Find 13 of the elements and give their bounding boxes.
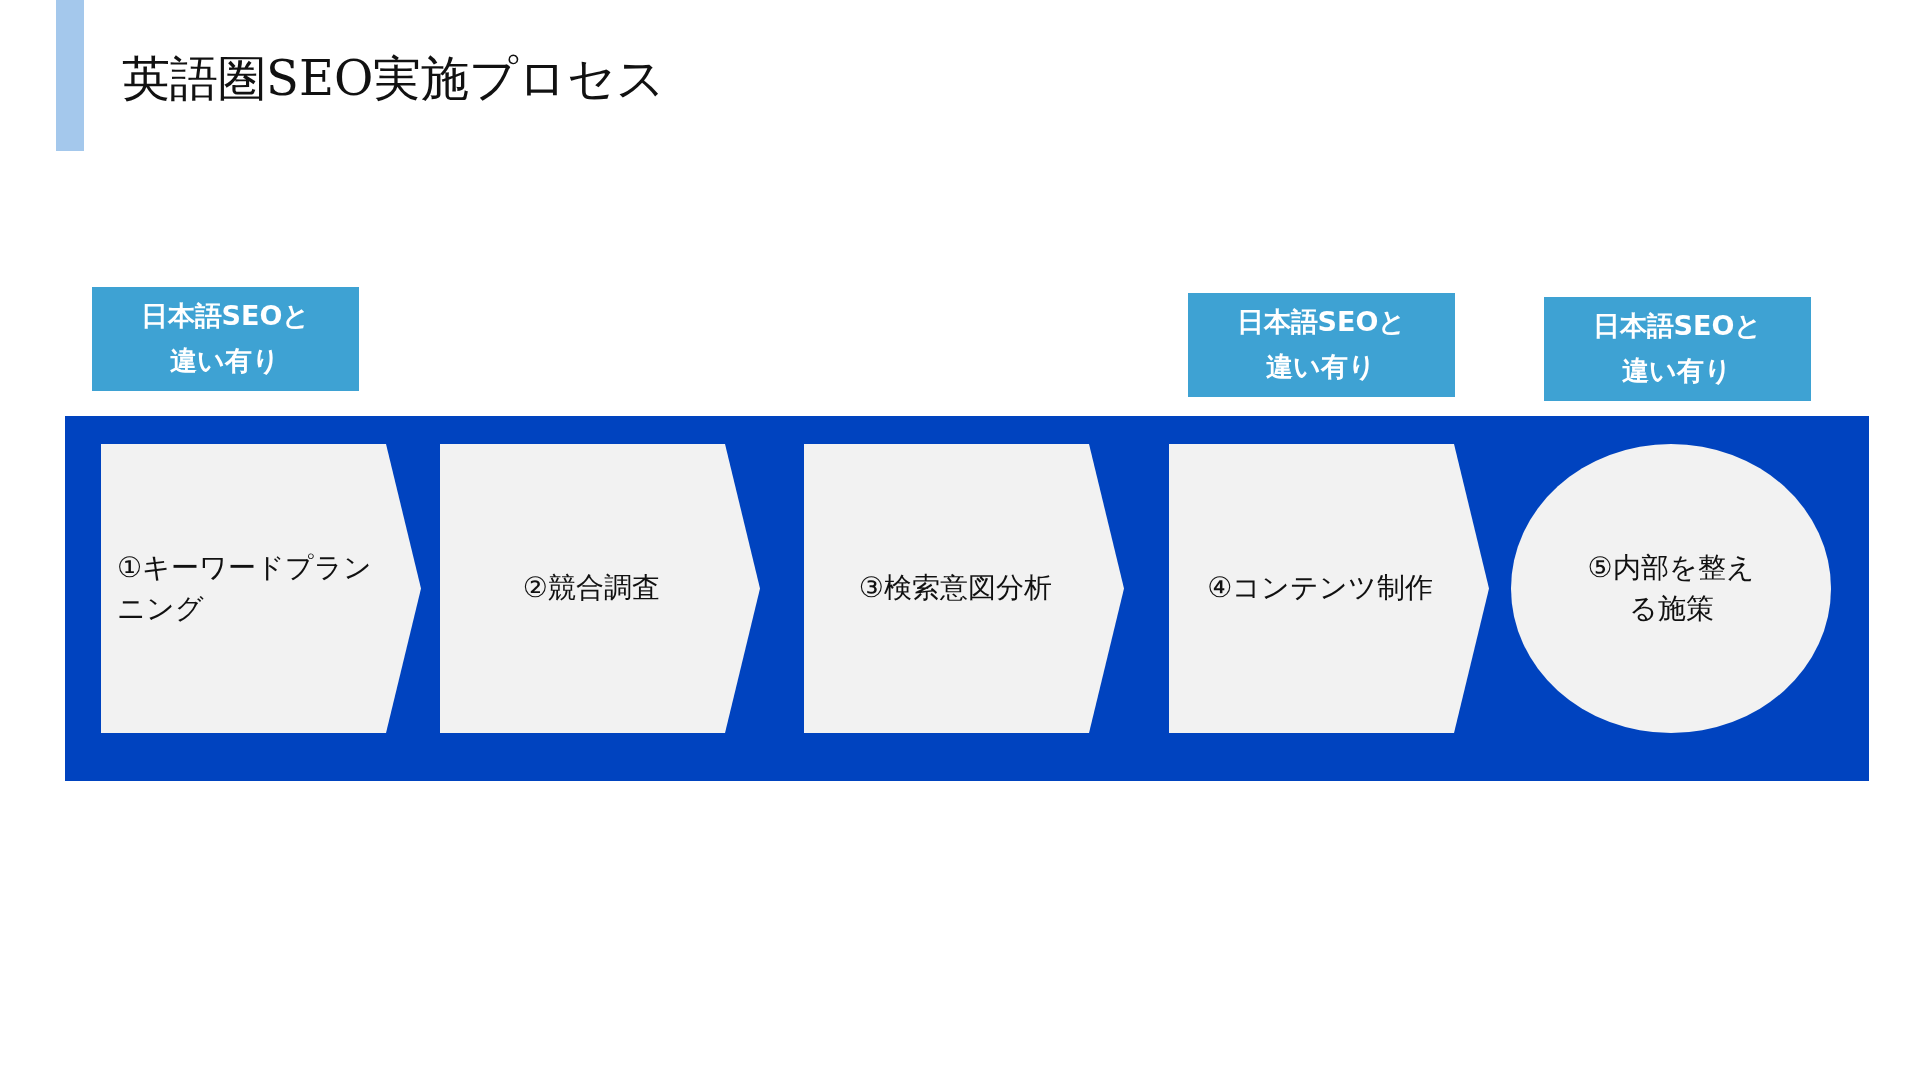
step-label: ③検索意図分析 xyxy=(858,570,1052,607)
step-label: ⑤内部を整える施策 xyxy=(1586,549,1756,627)
callout-text: 日本語SEOと違い有り xyxy=(139,299,312,378)
step-label: ④コンテンツ制作 xyxy=(1207,570,1434,607)
callout-box xyxy=(1188,293,1455,397)
callout-text: 日本語SEOと違い有り xyxy=(1235,305,1408,384)
callout-text: 日本語SEOと違い有り xyxy=(1591,309,1764,388)
step-label: ②競合調査 xyxy=(522,570,660,607)
process-band xyxy=(65,416,1869,781)
step-label: ①キーワードプランニング xyxy=(117,549,374,627)
callout-box xyxy=(92,287,359,391)
page-title: 英語圏SEO実施プロセス xyxy=(122,52,666,105)
callout-box xyxy=(1544,297,1811,401)
